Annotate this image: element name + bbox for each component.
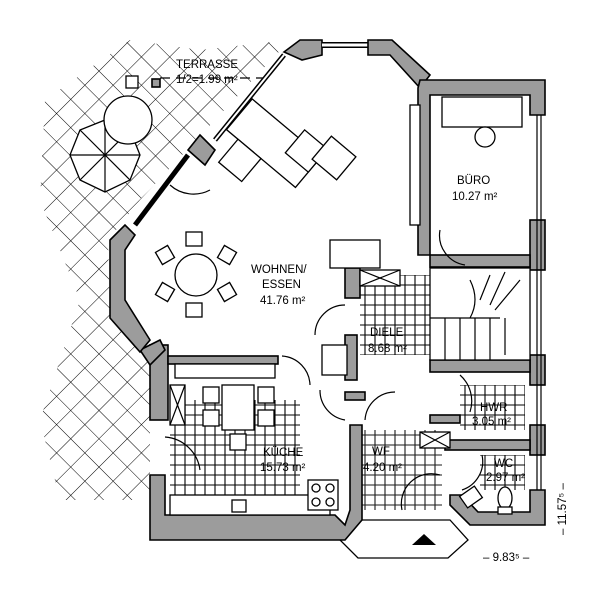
dimension-width: – 9.83⁵ – <box>483 552 530 564</box>
room-area-diele: 8.68 m² <box>368 343 407 355</box>
dining-table <box>154 231 238 318</box>
diele-tiles <box>360 275 430 355</box>
room-name-wf: WF <box>372 446 390 458</box>
room-name-wc: WC <box>494 458 513 470</box>
sofa <box>217 98 329 189</box>
room-name-essen: ESSEN <box>262 279 301 291</box>
walls <box>109 39 546 559</box>
room-area-wc: 2.97 m² <box>486 472 525 484</box>
room-name-terrasse: TERRASSE <box>176 59 238 71</box>
room-name-wohnen: WOHNEN/ <box>251 264 307 276</box>
room-name-buero: BÜRO <box>457 175 490 187</box>
dimension-depth: – 11.57⁵ – <box>557 483 569 535</box>
stove-icon <box>307 479 339 511</box>
wc-tiles <box>480 455 525 490</box>
room-name-diele: DIELE <box>370 327 404 339</box>
room-name-kueche: KÜCHE <box>263 447 304 459</box>
room-area-terrasse: 1/2=1.99 m² <box>176 74 238 86</box>
staircase <box>429 267 531 361</box>
room-name-hwr: HWR <box>480 402 507 414</box>
room-area-buero: 10.27 m² <box>452 191 498 203</box>
room-area-hwr: 3.05 m² <box>472 416 511 428</box>
room-area-kueche: 15.73 m² <box>260 462 306 474</box>
entry-arrow-icon <box>412 534 436 545</box>
room-area-wf: 4.20 m² <box>363 462 402 474</box>
parasol-icon <box>69 75 161 193</box>
room-area-wohnen: 41.76 m² <box>260 295 306 307</box>
